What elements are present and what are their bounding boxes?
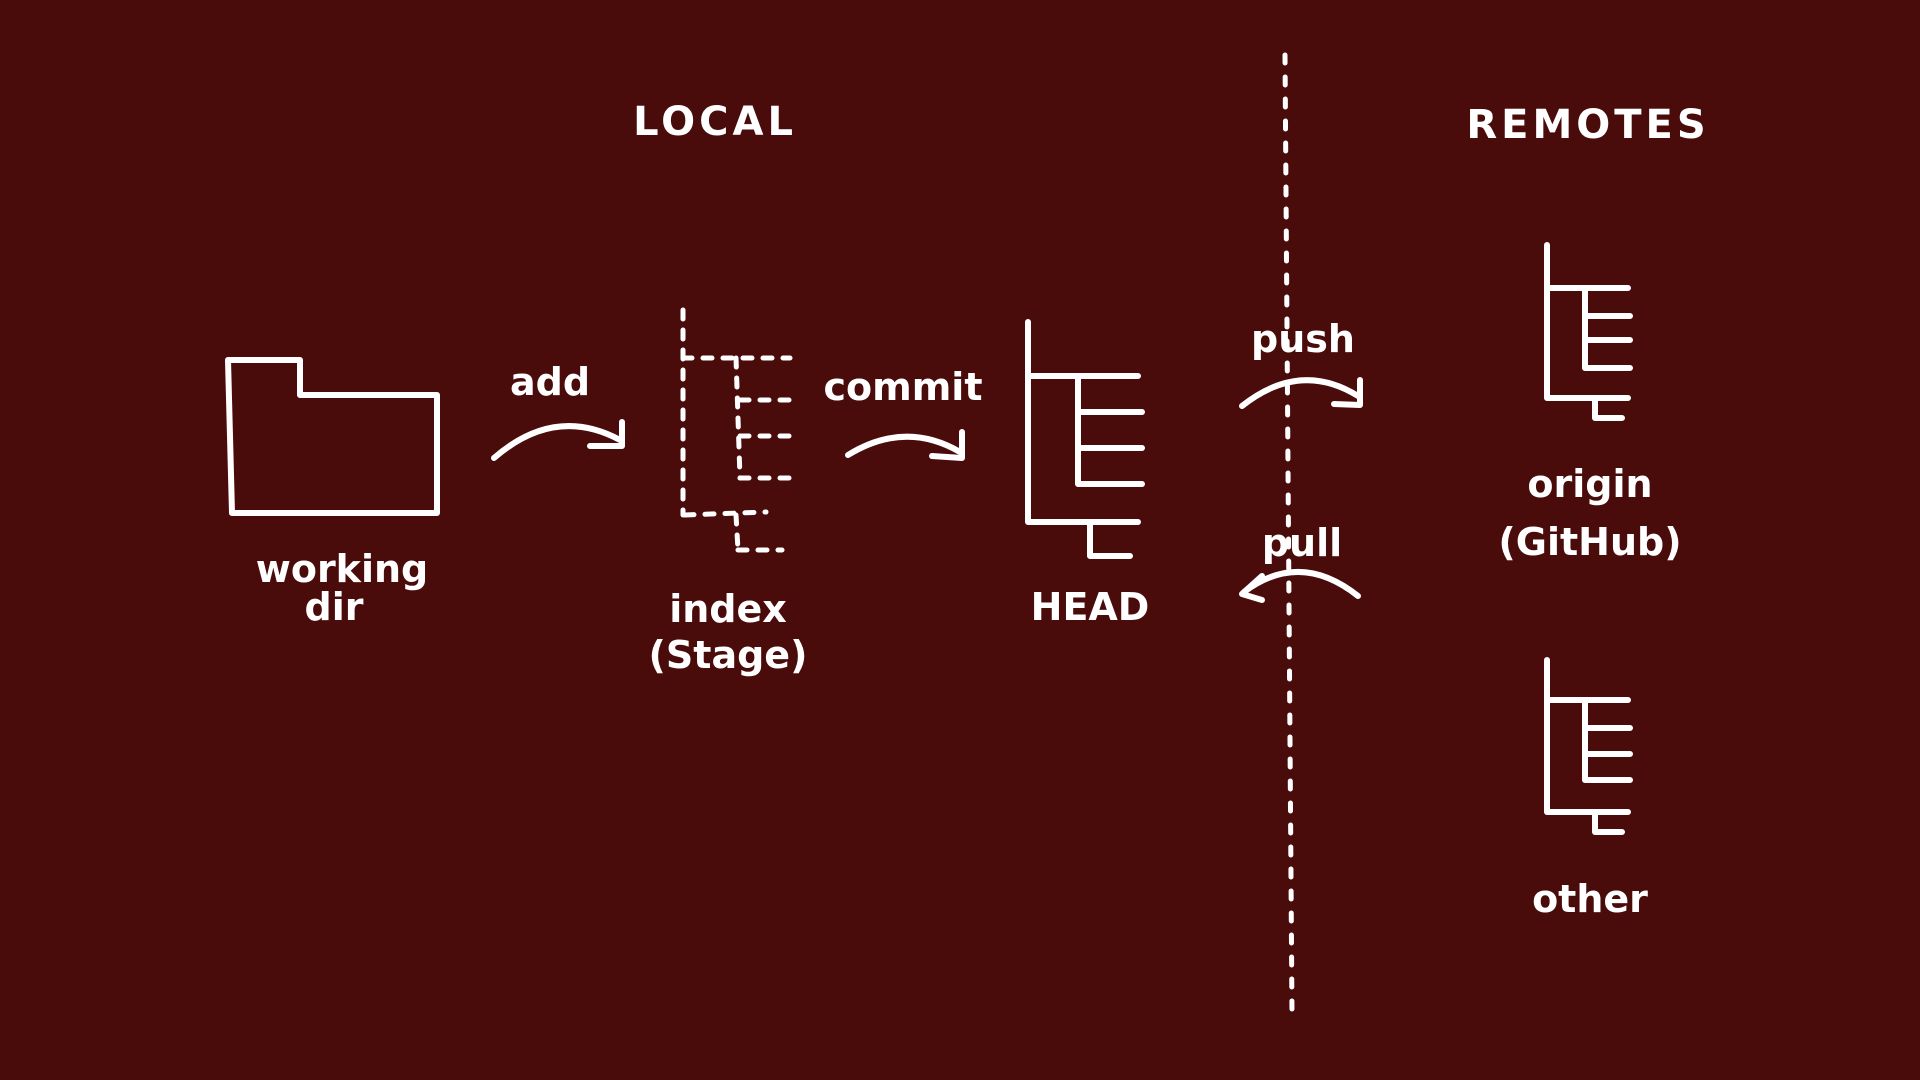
pull-arrow <box>1239 569 1361 603</box>
dashed-tree-icon <box>680 307 801 553</box>
other-tree-icon <box>1544 657 1633 835</box>
folder-icon <box>225 357 440 516</box>
head-label: HEAD <box>1031 585 1150 629</box>
heading-remotes: REMOTES <box>1466 102 1709 148</box>
head-tree-icon <box>1025 319 1145 559</box>
index-label-line2: (Stage) <box>649 633 808 677</box>
commit-arrow-label: commit <box>823 365 982 409</box>
working-dir-label-line2: dir <box>305 585 364 629</box>
pull-arrow-label: pull <box>1262 521 1342 565</box>
add-arrow <box>491 419 625 461</box>
origin-label-line2: (GitHub) <box>1498 520 1681 564</box>
commit-arrow <box>845 429 965 461</box>
local-remote-divider <box>1282 52 1295 1018</box>
add-arrow-label: add <box>510 360 590 404</box>
push-arrow-label: push <box>1251 317 1355 361</box>
origin-tree-icon <box>1544 242 1633 421</box>
heading-local: LOCAL <box>633 99 797 145</box>
push-arrow <box>1239 377 1363 409</box>
other-label: other <box>1532 877 1648 921</box>
index-label-line1: index <box>669 587 787 631</box>
working-dir-label-line1: working <box>256 547 429 591</box>
origin-label-line1: origin <box>1527 462 1652 506</box>
